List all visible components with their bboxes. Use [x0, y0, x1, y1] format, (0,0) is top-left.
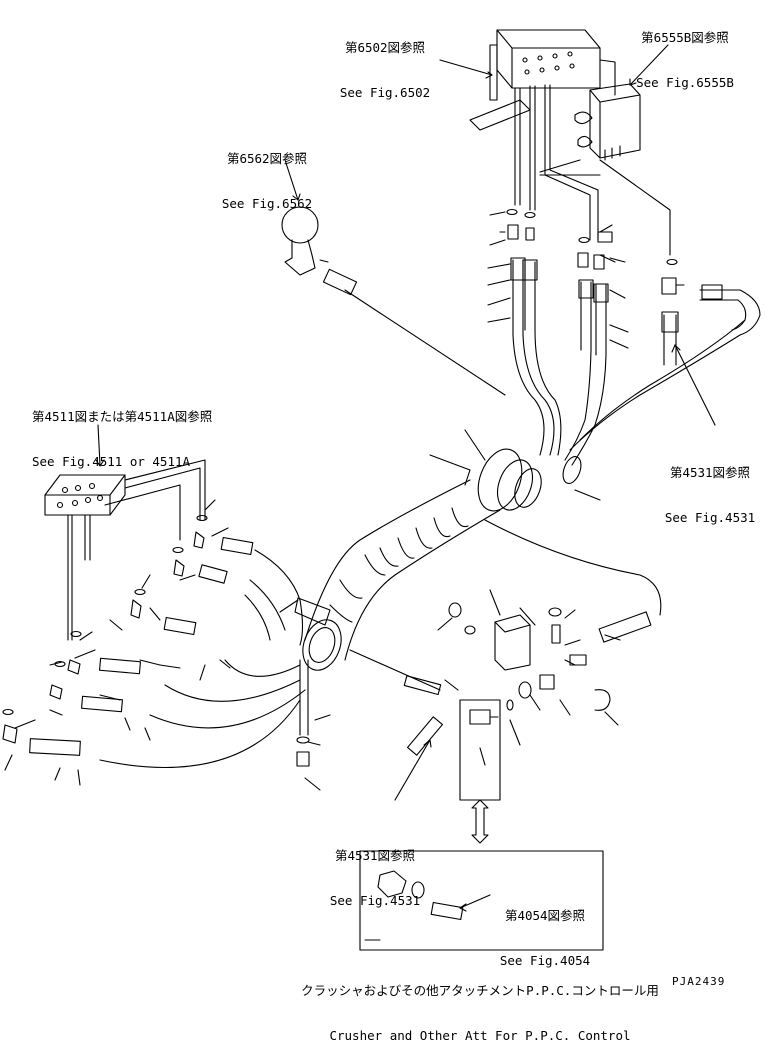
callout-ticks	[4, 211, 629, 791]
ref-fig4531-bottom-jp: 第4531図参照	[334, 848, 416, 863]
ref-fig4054-jp: 第4054図参照	[504, 908, 586, 923]
hydraulic-line-drawing	[2, 29, 761, 951]
pilot-lines	[514, 84, 671, 256]
ref-fig6555b-jp: 第6555B図参照	[641, 30, 729, 45]
ref-fig4531-right: 第4531図参照 See Fig.4531	[655, 435, 765, 540]
ref-fig4531-right-en: See Fig.4531	[664, 510, 756, 525]
tee-fitting-box	[403, 675, 501, 801]
inset-frame	[359, 850, 604, 951]
ref-fig6562: 第6562図参照 See Fig.6562	[212, 121, 322, 226]
ref-fig6555b-en: See Fig.6555B	[636, 75, 734, 90]
ref-fig4054: 第4054図参照 See Fig.4054	[490, 878, 600, 983]
main-harness	[294, 448, 582, 671]
hose-bundle	[512, 319, 746, 466]
drawing-code: PJA2439	[672, 975, 726, 988]
reference-leaders	[95, 44, 716, 912]
ref-fig6502-jp: 第6502図参照	[344, 40, 426, 55]
left-valve-block	[44, 459, 206, 641]
ref-fig4531-bottom: 第4531図参照 See Fig.4531	[320, 818, 430, 923]
ppc-valve-block	[469, 29, 616, 131]
ref-fig6562-jp: 第6562図参照	[226, 151, 308, 166]
ref-fig4531-bottom-en: See Fig.4531	[329, 893, 421, 908]
double-arrow-icon	[471, 799, 489, 844]
flask-part	[281, 206, 358, 296]
ref-fig4511: 第4511図または第4511A図参照 See Fig.4511 or 4511A	[32, 379, 262, 484]
ref-fig4511-en: See Fig.4511 or 4511A	[32, 454, 191, 469]
caption-en: Crusher and Other Att For P.P.C. Control	[329, 1028, 631, 1043]
ref-fig6502: 第6502図参照 See Fig.6502	[330, 10, 440, 115]
long-lines	[299, 289, 662, 736]
right-fittings	[499, 208, 761, 366]
ref-fig6502-en: See Fig.6502	[339, 85, 431, 100]
bracket-parts	[296, 602, 652, 767]
ref-fig6562-en: See Fig.6562	[221, 196, 313, 211]
ref-fig4054-en: See Fig.4054	[499, 953, 591, 968]
left-hoses	[2, 514, 306, 769]
ref-fig4531-right-jp: 第4531図参照	[669, 465, 751, 480]
ref-fig6555b: 第6555B図参照 See Fig.6555B	[625, 0, 745, 105]
ref-fig4511-jp: 第4511図または第4511A図参照	[32, 409, 213, 424]
caption: クラッシャおよびその他アタッチメントP.P.C.コントロール用 Crusher …	[270, 953, 690, 1058]
caption-jp: クラッシャおよびその他アタッチメントP.P.C.コントロール用	[301, 983, 659, 998]
